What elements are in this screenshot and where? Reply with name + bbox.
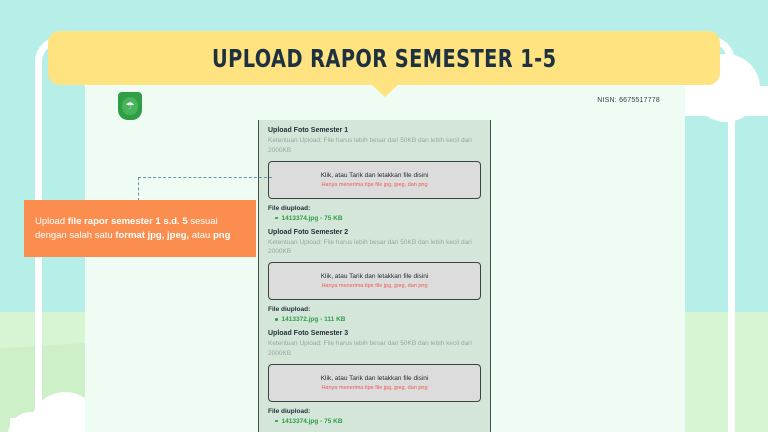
upload-form-panel[interactable]: Upload Foto Semester 1 Ketentuan Upload:…	[258, 120, 491, 432]
page-title: UPLOAD RAPOR SEMESTER 1-5	[211, 43, 557, 73]
upload-rule-text: Ketentuan Upload: File harus lebih besar…	[268, 238, 472, 256]
uploaded-files-label: File diupload:	[268, 306, 311, 313]
uploaded-file-name: 1413372.jpg - 111 KB	[281, 316, 346, 323]
dropzone-filetype-hint: Hanya menerima tipe file jpg, jpeg, dan …	[321, 283, 428, 289]
uploaded-file-name: 1413374.jpg - 75 KB	[281, 417, 343, 425]
dropzone-main-text: Klik, atau Tarik dan letakkan file disin…	[320, 171, 429, 179]
file-dropzone[interactable]: Klik, atau Tarik dan letakkan file disin…	[268, 160, 481, 199]
list-item[interactable]: 1413374.jpg - 75 KB	[268, 215, 481, 222]
school-shield-icon: ☂	[118, 92, 142, 120]
dropzone-filetype-hint: Hanya menerima tipe file jpg, jpeg, dan …	[321, 384, 428, 391]
semester-title: Upload Foto Semester 2	[268, 228, 349, 236]
logo-glyph: ☂	[122, 97, 138, 115]
bullet-icon	[275, 318, 278, 321]
uploaded-files-label: File diupload:	[268, 407, 311, 415]
dropzone-main-text: Klik, atau Tarik dan letakkan file disin…	[320, 273, 429, 280]
semester-block: Upload Foto Semester 2 Ketentuan Upload:…	[268, 228, 481, 323]
instruction-callout: Upload file rapor semester 1 s.d. 5 sesu…	[24, 200, 256, 257]
list-item[interactable]: 1413372.jpg - 111 KB	[268, 316, 481, 323]
page-banner: UPLOAD RAPOR SEMESTER 1-5	[48, 31, 720, 85]
callout-connector-horizontal	[138, 177, 272, 178]
app-card: ☂ NISN: 6675517778 Upload Foto Semester …	[85, 85, 685, 432]
upload-rule-text: Ketentuan Upload: File harus lebih besar…	[268, 137, 472, 154]
semester-title: Upload Foto Semester 3	[268, 330, 349, 337]
semester-title: Upload Foto Semester 1	[268, 127, 349, 134]
file-dropzone[interactable]: Klik, atau Tarik dan letakkan file disin…	[268, 262, 481, 300]
instruction-callout-text: Upload file rapor semester 1 s.d. 5 sesu…	[35, 216, 231, 241]
callout-connector-vertical	[138, 177, 139, 201]
banner-notch-icon	[371, 84, 399, 97]
dropzone-main-text: Klik, atau Tarik dan letakkan file disin…	[320, 374, 429, 382]
bullet-icon	[275, 419, 278, 423]
dropzone-filetype-hint: Hanya menerima tipe file jpg, jpeg, dan …	[321, 181, 428, 188]
semester-block: Upload Foto Semester 3 Ketentuan Upload:…	[268, 330, 481, 425]
semester-block: Upload Foto Semester 1 Ketentuan Upload:…	[268, 127, 481, 222]
list-item[interactable]: 1413374.jpg - 75 KB	[268, 418, 481, 425]
upload-rule-text: Ketentuan Upload: File harus lebih besar…	[268, 340, 472, 357]
uploaded-files-label: File diupload:	[268, 204, 311, 212]
nisn-label: NISN: 6675517778	[597, 97, 660, 104]
uploaded-file-name: 1413374.jpg - 75 KB	[281, 214, 343, 222]
file-dropzone[interactable]: Klik, atau Tarik dan letakkan file disin…	[268, 363, 481, 402]
bullet-icon	[275, 216, 278, 220]
